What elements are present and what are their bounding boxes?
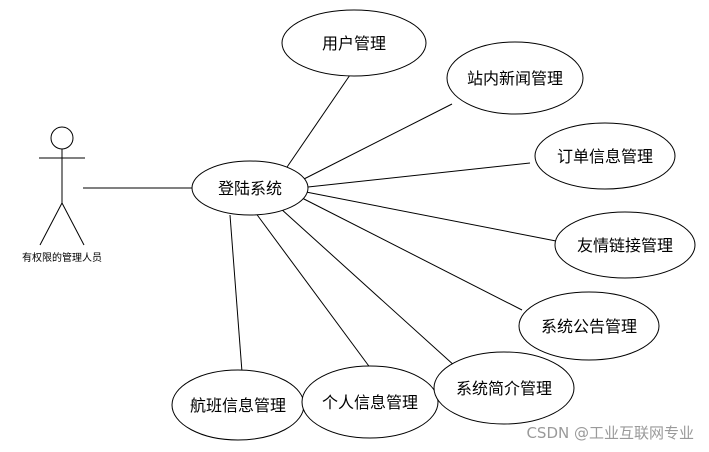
use-case-personal-info-management-label: 个人信息管理 bbox=[322, 393, 418, 412]
use-case-order-info-management: 订单信息管理 bbox=[534, 122, 676, 190]
use-case-friend-link-management: 友情链接管理 bbox=[554, 211, 696, 279]
connector-order-info-management bbox=[307, 162, 531, 188]
use-case-site-news-management: 站内新闻管理 bbox=[446, 41, 584, 115]
use-case-system-notice-management-label: 系统公告管理 bbox=[541, 317, 637, 336]
use-case-flight-info-management-label: 航班信息管理 bbox=[190, 396, 286, 415]
actor-figure bbox=[39, 126, 85, 246]
use-case-site-news-management-label: 站内新闻管理 bbox=[467, 69, 563, 88]
connector-user-management bbox=[284, 74, 351, 171]
actor-label: 有权限的管理人员 bbox=[22, 251, 102, 264]
connectors bbox=[83, 74, 557, 374]
connector-friend-link-management bbox=[305, 191, 557, 242]
use-case-login-system: 登陆系统 bbox=[191, 160, 309, 216]
use-case-system-notice-management: 系统公告管理 bbox=[518, 291, 660, 361]
use-case-login-system-label: 登陆系统 bbox=[218, 179, 282, 198]
connector-site-news-management bbox=[301, 103, 453, 181]
use-case-personal-info-management: 个人信息管理 bbox=[301, 365, 439, 439]
use-case-order-info-management-label: 订单信息管理 bbox=[557, 147, 653, 166]
connector-system-intro-management bbox=[279, 207, 457, 368]
watermark-text: CSDN @工业互联网专业 bbox=[526, 424, 694, 442]
use-case-user-management: 用户管理 bbox=[281, 9, 427, 77]
actor-head bbox=[50, 126, 74, 150]
use-case-friend-link-management-label: 友情链接管理 bbox=[577, 236, 673, 255]
actor-right-leg bbox=[61, 202, 85, 246]
use-case-system-intro-management: 系统简介管理 bbox=[433, 351, 575, 425]
connector-system-notice-management bbox=[301, 197, 523, 311]
use-case-system-intro-management-label: 系统简介管理 bbox=[456, 379, 552, 398]
actor-left-leg bbox=[39, 202, 63, 246]
use-case-user-management-label: 用户管理 bbox=[322, 34, 386, 53]
use-case-flight-info-management: 航班信息管理 bbox=[171, 369, 305, 441]
connector-flight-info-management bbox=[229, 214, 243, 373]
connector-personal-info-management bbox=[254, 211, 375, 374]
